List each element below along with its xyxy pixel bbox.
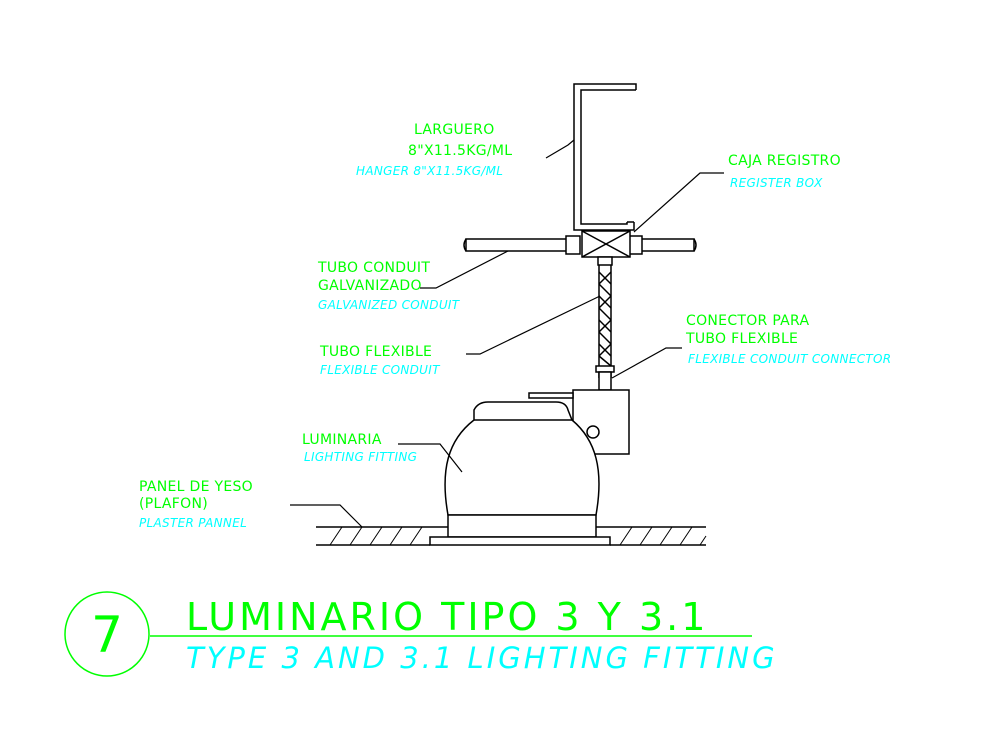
hanger-label-es-1: LARGUERO bbox=[414, 122, 495, 138]
leader-flexible bbox=[466, 295, 601, 355]
leader-conduit bbox=[420, 250, 509, 289]
leader-fitting bbox=[398, 443, 463, 473]
register-box-label-en: REGISTER BOX bbox=[730, 176, 823, 190]
conduit-label-es-2: GALVANIZADO bbox=[318, 278, 422, 294]
plaster-label-en: PLASTER PANNEL bbox=[139, 516, 247, 530]
title-english: TYPE 3 AND 3.1 LIGHTING FITTING bbox=[186, 641, 778, 675]
plaster-label-es-2: (PLAFON) bbox=[139, 496, 208, 512]
conduit-label-es-1: TUBO CONDUIT bbox=[317, 260, 430, 276]
lighting-fitting bbox=[429, 401, 611, 546]
hanger-label-es-2: 8"X11.5KG/ML bbox=[408, 143, 512, 159]
leader-connector bbox=[611, 347, 682, 379]
hanger-label-en: HANGER 8"X11.5KG/ML bbox=[356, 164, 503, 178]
fitting-label-es: LUMINARIA bbox=[302, 432, 382, 448]
connector-label-en: FLEXIBLE CONDUIT CONNECTOR bbox=[688, 352, 891, 366]
leader-register-box bbox=[633, 172, 724, 233]
leader-hanger bbox=[545, 139, 575, 159]
leader-lines bbox=[290, 139, 724, 528]
galvanized-conduit bbox=[463, 235, 697, 255]
register-box bbox=[581, 230, 631, 266]
leader-plaster bbox=[290, 504, 363, 528]
connector-label-es-2: TUBO FLEXIBLE bbox=[685, 331, 798, 347]
plaster-label-es-1: PANEL DE YESO bbox=[139, 479, 253, 495]
plaster-panel bbox=[316, 526, 707, 546]
flexible-conduit bbox=[595, 265, 615, 391]
register-box-label-es: CAJA REGISTRO bbox=[728, 153, 841, 169]
flexible-label-en: FLEXIBLE CONDUIT bbox=[320, 363, 441, 377]
connector-label-es-1: CONECTOR PARA bbox=[686, 313, 810, 329]
flexible-label-es: TUBO FLEXIBLE bbox=[319, 344, 432, 360]
title-spanish: LUMINARIO TIPO 3 Y 3.1 bbox=[186, 595, 708, 639]
detail-number-circle bbox=[64, 591, 150, 677]
title-block: 7 LUMINARIO TIPO 3 Y 3.1 TYPE 3 AND 3.1 … bbox=[64, 591, 778, 677]
conduit-label-en: GALVANIZED CONDUIT bbox=[318, 298, 461, 312]
fitting-label-en: LIGHTING FITTING bbox=[304, 450, 417, 464]
hanger-channel bbox=[573, 83, 637, 231]
detail-number: 7 bbox=[91, 606, 123, 664]
